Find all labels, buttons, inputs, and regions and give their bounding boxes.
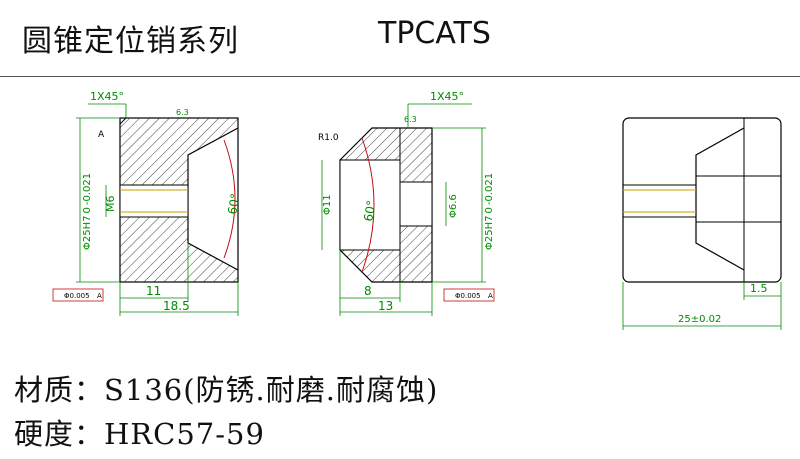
right-assembly-view: 25±0.02 1.5 [622, 117, 782, 330]
left-diameter-label: Φ25H70-0.021 [82, 173, 93, 250]
middle-diameter-label: Φ25H70-0.021 [484, 173, 495, 250]
left-datum-label: A [98, 130, 105, 140]
right-bore [695, 175, 745, 223]
right-width-label: 25±0.02 [678, 314, 721, 325]
left-section-view: 1X45° 6.3 A M6 Φ25H70-0.021 60° 11 18.5 … [52, 90, 243, 316]
technical-drawing: 1X45° 6.3 A M6 Φ25H70-0.021 60° 11 18.5 … [52, 90, 782, 330]
middle-chamfer-label: 1X45° [430, 90, 464, 103]
left-tolerance-frame [52, 288, 104, 302]
middle-small-bore-label: Φ6.6 [448, 194, 459, 218]
left-inner-length-label: 11 [146, 284, 161, 298]
left-angle-arc [223, 139, 236, 259]
title-bar: 圆锥定位销系列 TPCATS [0, 0, 800, 78]
middle-total-length-label: 13 [378, 299, 393, 313]
middle-tolerance-value: Φ0.005 [455, 292, 481, 300]
material-spec: 材质：S136(防锈.耐磨.耐腐蚀) [14, 367, 438, 409]
left-tolerance-value: Φ0.005 [64, 292, 90, 300]
title-divider [0, 76, 800, 77]
hardness-spec: 硬度：HRC57-59 [14, 411, 265, 453]
right-cone-profile [695, 127, 745, 271]
middle-small-bore [399, 181, 433, 227]
material-label: 材质： [14, 373, 105, 407]
hardness-label: 硬度： [14, 417, 105, 451]
middle-roughness-label: 6.3 [404, 115, 417, 124]
middle-inner-length-label: 8 [364, 284, 372, 298]
material-value: S136(防锈.耐磨.耐腐蚀) [104, 373, 439, 407]
page-title: 圆锥定位销系列 [22, 24, 239, 59]
hardness-value: HRC57-59 [104, 417, 265, 451]
middle-tolerance-datum: A [488, 292, 493, 300]
middle-section-view: 1X45° 6.3 R1.0 Φ11 Φ6.6 60° Φ25H70-0.021… [318, 90, 495, 316]
middle-angle-label: 60° [361, 199, 378, 222]
middle-large-bore-label: Φ11 [322, 194, 333, 215]
product-code: TPCATS [378, 16, 491, 51]
middle-tolerance-frame [443, 288, 495, 302]
left-roughness-label: 6.3 [176, 108, 189, 117]
middle-body-hatch [340, 128, 432, 282]
left-body-hatch [120, 118, 238, 282]
left-chamfer-label: 1X45° [90, 90, 124, 103]
right-block-outline [622, 117, 782, 283]
middle-angle-arc [361, 137, 375, 273]
left-tolerance-datum: A [97, 292, 102, 300]
left-total-length-label: 18.5 [163, 299, 190, 313]
left-angle-label: 60° [225, 192, 242, 215]
left-chamfer [119, 117, 127, 125]
middle-radius-label: R1.0 [318, 133, 339, 143]
right-step-label: 1.5 [750, 282, 768, 295]
left-thread-label: M6 [104, 196, 117, 213]
